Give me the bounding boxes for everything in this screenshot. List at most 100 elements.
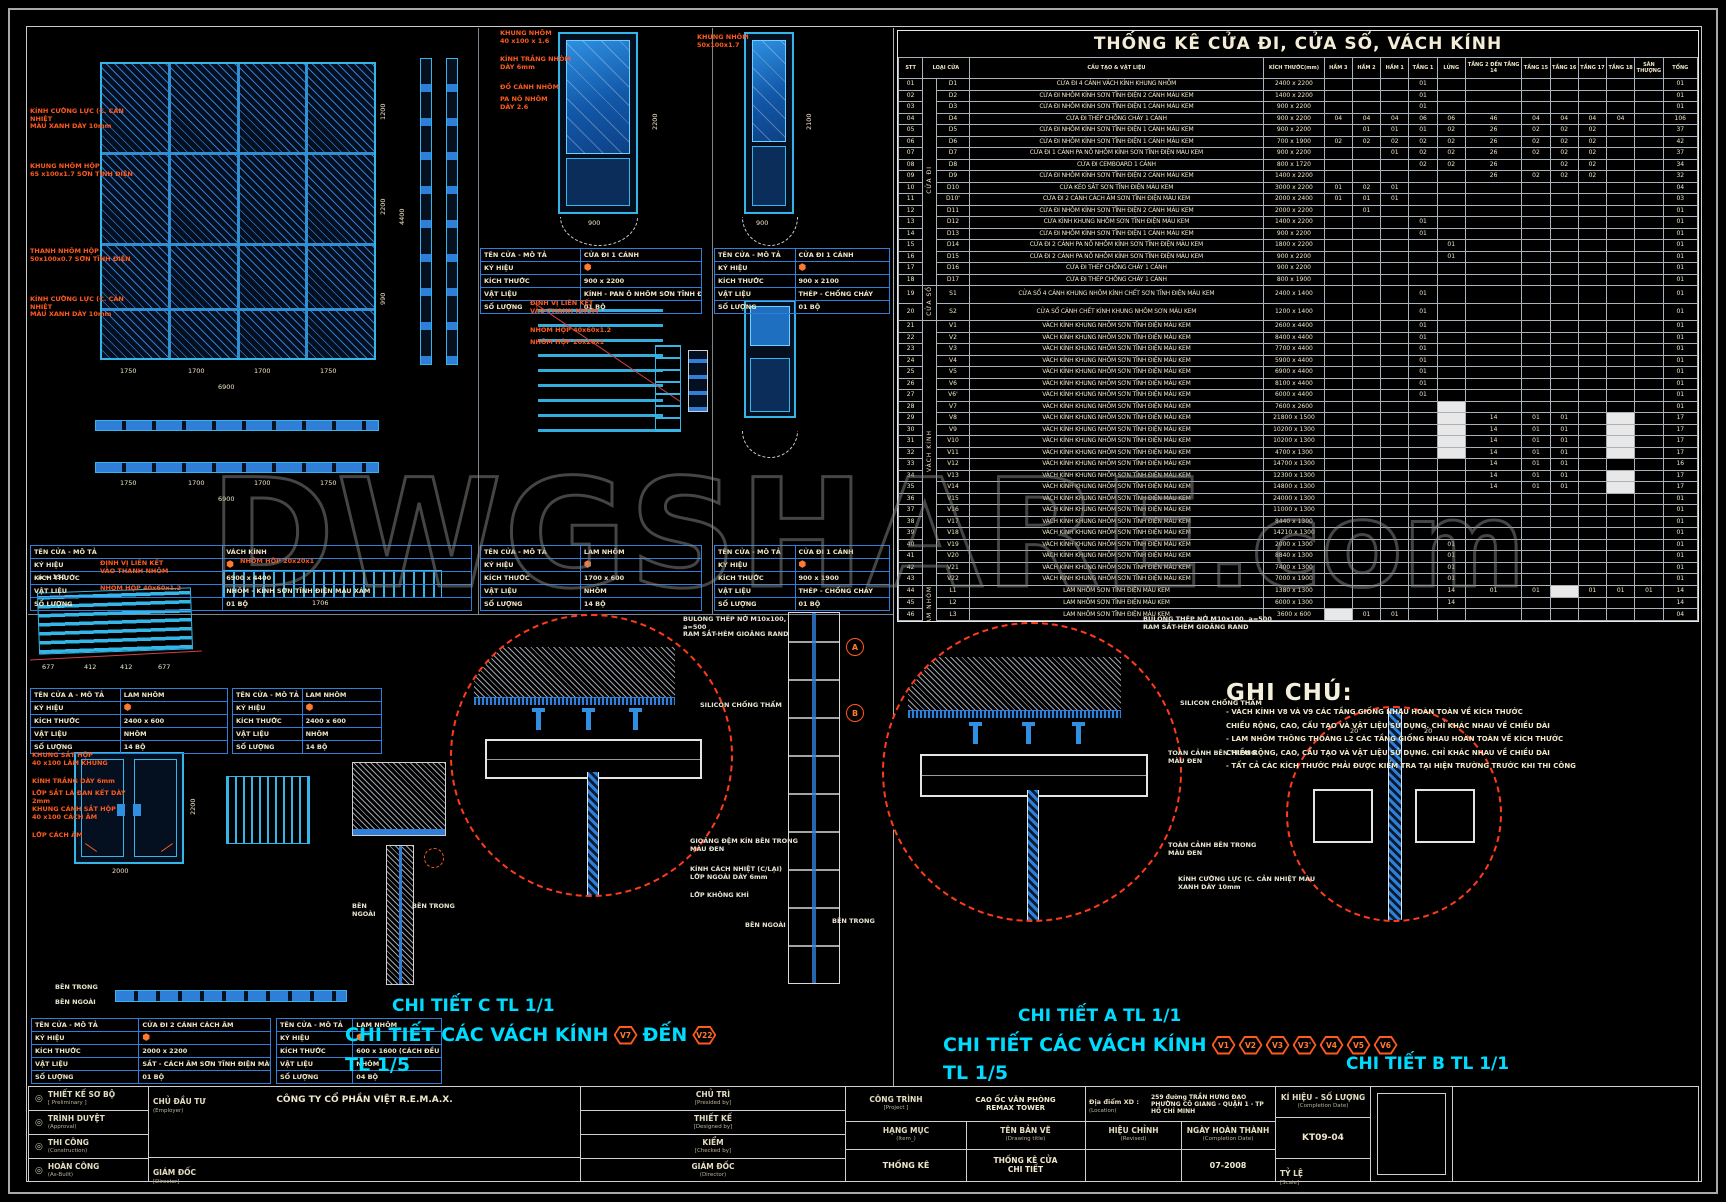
annotation-label: 1700 — [254, 479, 271, 487]
blank-box — [1453, 1087, 1698, 1181]
approval-row: THI CÔNG(Construction) — [29, 1135, 148, 1159]
divider-vertical-3 — [893, 28, 894, 1086]
vertical-section-strip — [788, 612, 840, 984]
code-column: KÍ HIỆU - SỐ LƯỢNG(Completion Date) KT09… — [1276, 1087, 1371, 1186]
annotation-label: BÊN TRONG — [55, 983, 98, 991]
vach-badge-v22: V22 — [692, 1025, 717, 1045]
annotation-label: 900 — [588, 219, 601, 227]
annotation-label: 20 — [1350, 727, 1359, 735]
anchor-bolt — [629, 708, 643, 731]
annotation-label: ĐỊNH VỊ LIÊN KẾT VÀO THANH NHÔM — [530, 299, 599, 315]
annotation-label: KÍNH CƯỜNG LỰC (C. CẢN NHIỆT MÀU XANH DÀ… — [30, 295, 124, 318]
annotation-label: 1750 — [120, 479, 137, 487]
scale-label: TỶ LỆ — [1280, 1169, 1304, 1178]
annotation-label: KÍNH CƯỜNG LỰC (C. CẢN NHIỆT MÀU XANH DÀ… — [30, 107, 124, 130]
detail-c-subtitle: CHI TIẾT CÁC VÁCH KÍNH V7 ĐẾN V22 — [345, 1024, 717, 1046]
annotation-label: 1706 — [312, 599, 329, 607]
staff-row: CHỦ TRÌ[Presided by] — [581, 1087, 845, 1111]
annotation-label: KÍNH TRẮNG DÀY 6mm — [32, 777, 115, 785]
approval-column: THIẾT KẾ SƠ BỘ[ Preliminary ]TRÌNH DUYỆT… — [29, 1087, 149, 1181]
transom-section-2 — [95, 462, 379, 473]
detail-circle-c — [450, 614, 733, 897]
staff-column: CHỦ TRÌ[Presided by]THIẾT KẾ[Designed by… — [581, 1087, 846, 1181]
notes-lines: - VÁCH KÍNH V8 VÀ V9 CÁC TẦNG GIỐNG NHAU… — [1226, 708, 1576, 770]
annotation-label: 2200 — [189, 798, 197, 815]
section-marker-b: B — [846, 704, 864, 722]
annotation-label: BÊN TRONG — [412, 902, 455, 910]
staff-row: GIÁM ĐỐC(Director) — [691, 1162, 735, 1179]
annotation-label: BULONG THÉP NỞ M10x100, a=500 RAM SẮT-HÈ… — [683, 615, 789, 638]
annotation-label: KÍNH CƯỜNG LỰC (C. CẢN NHIỆT MÀU XANH DÀ… — [1178, 875, 1316, 891]
staff-row: THIẾT KẾ[Designed by] — [581, 1111, 845, 1135]
annotation-label: LỚP CÁCH ÂM — [32, 831, 83, 839]
annotation-label: 2100 — [805, 113, 813, 130]
detail-circle-b — [1286, 706, 1502, 922]
divider-vertical-1 — [478, 28, 479, 614]
aluminium-profile-right — [1415, 788, 1475, 844]
code-label: KÍ HIỆU - SỐ LƯỢNG — [1280, 1093, 1366, 1102]
subtitle-text: CHI TIẾT CÁC VÁCH KÍNH — [345, 1024, 609, 1046]
divider-horizontal-1 — [28, 614, 893, 615]
employer-value: CÔNG TY CỔ PHẦN VIỆT R.E.M.A.X. — [276, 1095, 453, 1105]
project-column: CÔNG TRÌNH[Project ] CAO ỐC VĂN PHÒNG RE… — [846, 1087, 1086, 1181]
annotation-label: BÊN TRONG — [832, 917, 875, 925]
door-panel — [566, 158, 630, 206]
annotation-label: TOÀN CẢNH BÊN TRONG MÀU ĐEN — [1168, 841, 1257, 857]
annotation-label: THANH NHÔM HỘP 50x100x0.7 SƠN TĨNH ĐIỆN — [30, 247, 131, 263]
annotation-label: 412 — [120, 663, 133, 671]
glass-pane — [102, 64, 168, 152]
door-elevation-1 — [558, 32, 638, 214]
detail-circle-a — [882, 622, 1182, 922]
door-elevation-2 — [744, 32, 794, 214]
annotation-label: 1700 — [254, 367, 271, 375]
annotation-label: 412 — [84, 663, 97, 671]
annotation-label: KHUNG SẮT HỘP 40 x100 LÀM KHUNG — [32, 751, 108, 767]
stats-row: 47L4LAM NHÔM SƠN TĨNH ĐIỆN MÀU KEM1300 x… — [898, 620, 1698, 621]
transom-section-1 — [95, 420, 379, 431]
annotation-label: KÍNH CÁCH NHIỆT (C/LẠI) LỚP NGOÀI DÀY 6m… — [690, 865, 782, 881]
annotation-label: 4400 — [398, 208, 406, 225]
title-block: THIẾT KẾ SƠ BỘ[ Preliminary ]TRÌNH DUYỆT… — [28, 1086, 1699, 1186]
detail-a-scale: TL 1/5 — [943, 1062, 1009, 1084]
anchor-bolt — [581, 708, 595, 731]
employer-column: CHỦ ĐẦU TƯ (Employer) CÔNG TY CỔ PHẦN VI… — [149, 1087, 581, 1185]
annotation-label: TOÀN CẢNH BÊN TRONG MÀU ĐEN — [1168, 749, 1257, 765]
annotation-label: NHÔM HỘP 40x60x1.2 — [100, 584, 182, 592]
stamp-box — [1371, 1087, 1453, 1181]
notes-title: GHI CHÚ: — [1226, 680, 1353, 706]
location-value-1: 259 đường TRẦN HƯNG ĐẠO — [1151, 1093, 1247, 1101]
annotation-label: BULONG THÉP NỞ M10x100, a=500 RAM SẮT-HÈ… — [1143, 615, 1272, 631]
item-value: THỐNG KÊ — [882, 1160, 930, 1170]
completion-label: NGÀY HOÀN THÀNH — [1186, 1126, 1270, 1135]
